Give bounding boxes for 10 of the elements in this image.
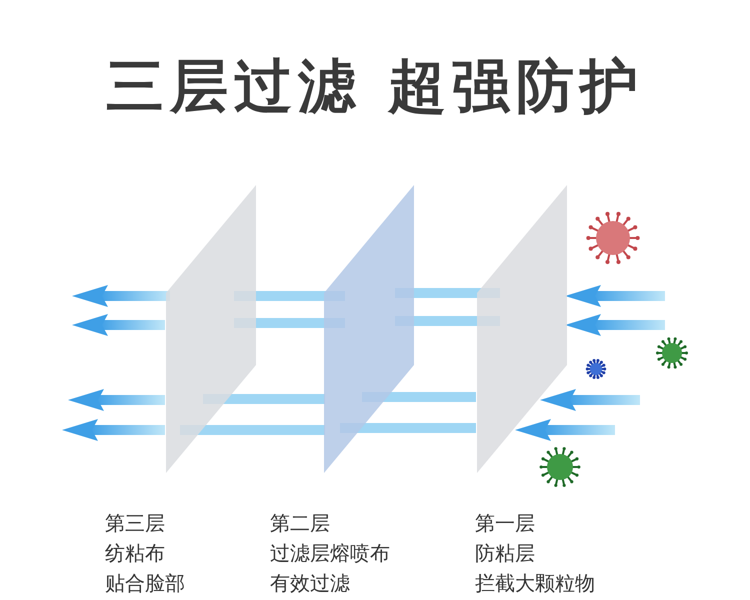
layer-text: 第三层 [105, 510, 165, 537]
layer-text: 防粘层 [475, 540, 535, 567]
layer-text: 第一层 [475, 510, 535, 537]
layer-text: 第二层 [270, 510, 330, 537]
title: 三层过滤 超强防护 [104, 51, 646, 122]
layer-text: 有效过滤 [270, 570, 350, 597]
layer-text: 纺粘布 [105, 540, 165, 567]
layer-text: 贴合脸部 [105, 570, 185, 597]
layer-text: 过滤层熔喷布 [270, 540, 390, 567]
layer-text: 拦截大颗粒物 [475, 570, 595, 597]
